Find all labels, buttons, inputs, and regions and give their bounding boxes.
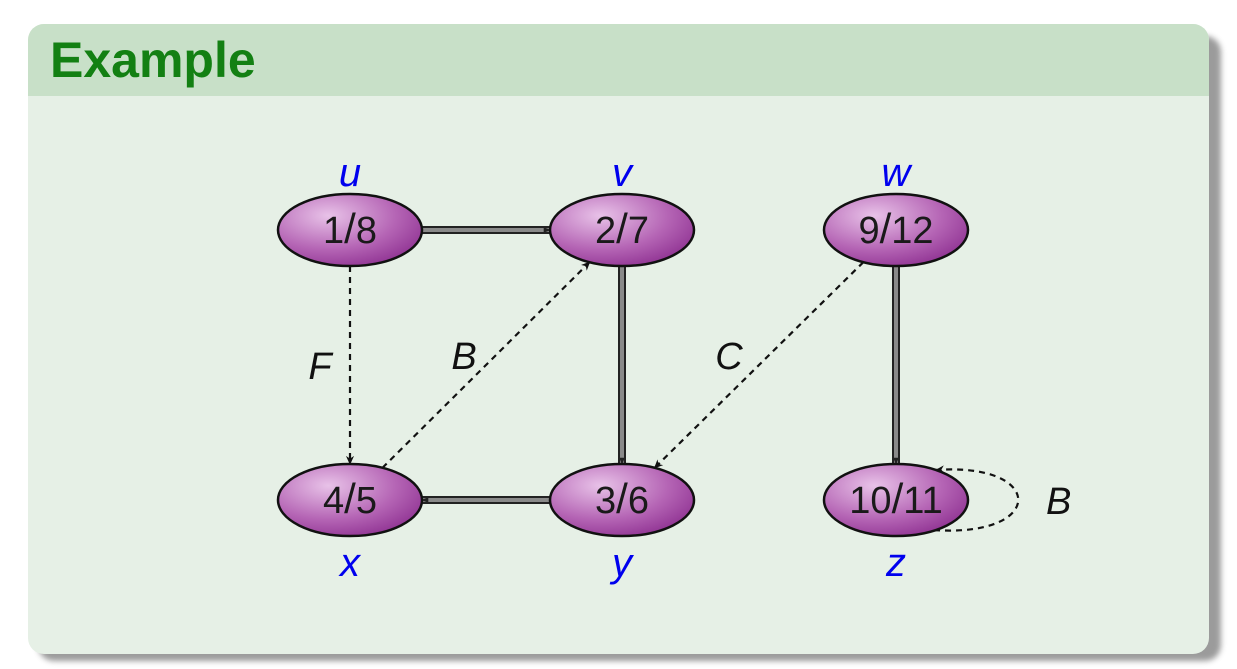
vertex-node-x (276, 462, 424, 538)
vertex-times-y: 3/6 (595, 475, 649, 522)
vertex-u: 1/8 u (276, 151, 424, 268)
block-title: Example (50, 32, 256, 88)
vertex-times-z: 10/11 (849, 475, 942, 522)
vertex-name-w: w (882, 151, 914, 195)
vertex-times-w: 9/12 (858, 205, 933, 252)
edge-back-z-z (933, 465, 1020, 532)
vertex-times-x: 4/5 (323, 475, 377, 522)
vertex-name-v: v (612, 151, 634, 195)
vertex-v: 2/7 v (548, 151, 696, 268)
block-title-bar: Example (28, 24, 1209, 96)
edge-label-z-z: B (1046, 481, 1071, 523)
vertex-z: 10/11 z (822, 462, 970, 585)
vertex-times-v: 2/7 (595, 205, 649, 252)
vertex-x: 4/5 x (276, 462, 424, 585)
node-layer: 1/8 u 2/7 v 9/12 w 4/5 x 3/6 y 10/11 z (276, 151, 970, 585)
vertex-node-w (822, 192, 970, 268)
vertex-w: 9/12 w (822, 151, 970, 268)
label-layer: F B C B (308, 336, 1071, 523)
edge-label-u-x: F (308, 346, 333, 388)
vertex-node-z (822, 462, 970, 538)
vertex-name-x: x (338, 541, 362, 585)
vertex-node-v (548, 192, 696, 268)
vertex-name-z: z (885, 541, 906, 585)
edge-label-w-y: C (715, 336, 743, 378)
vertex-times-u: 1/8 (323, 205, 377, 252)
vertex-name-u: u (339, 151, 361, 195)
edge-layer (345, 226, 1020, 532)
vertex-node-u (276, 192, 424, 268)
vertex-name-y: y (609, 541, 635, 585)
vertex-y: 3/6 y (548, 462, 696, 585)
edge-back-x-v (381, 261, 591, 469)
vertex-node-y (548, 462, 696, 538)
edge-cross-w-y (653, 261, 865, 469)
edge-label-x-v: B (451, 336, 476, 378)
